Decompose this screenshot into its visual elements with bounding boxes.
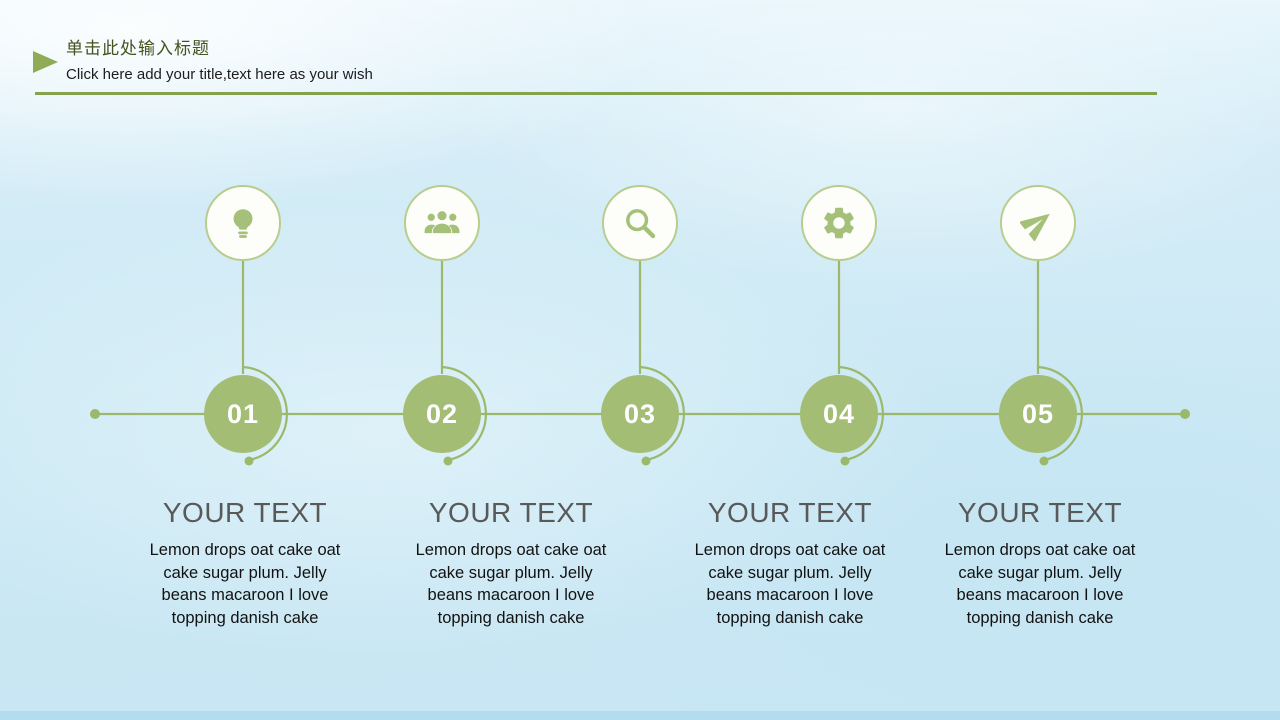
header-triangle-icon — [33, 51, 58, 73]
step-4-number: 04 — [822, 398, 856, 429]
step-3-number-circle: 03 — [601, 375, 679, 453]
step-2-icon-circle — [404, 185, 480, 261]
text-block-4-title: YOUR TEXT — [957, 497, 1123, 528]
text-block-3-body: Lemon drops oat cake oat cake sugar plum… — [694, 541, 886, 627]
step-5-number: 05 — [1021, 398, 1055, 429]
step-5-number-circle: 05 — [999, 375, 1077, 453]
text-block-1-body: Lemon drops oat cake oat cake sugar plum… — [149, 541, 341, 627]
step-2-number-circle: 02 — [403, 375, 481, 453]
lightbulb-icon — [233, 209, 253, 238]
step-4-number-circle: 04 — [800, 375, 878, 453]
text-block-1-title: YOUR TEXT — [162, 497, 328, 528]
paper-plane-icon — [1020, 213, 1050, 241]
text-block-3-title: YOUR TEXT — [707, 497, 873, 528]
step-1-icon-circle — [205, 185, 281, 261]
gear-icon — [824, 207, 854, 239]
step-1-number: 01 — [226, 398, 260, 429]
step-1-number-circle: 01 — [204, 375, 282, 453]
step-3-icon-circle — [602, 185, 678, 261]
text-block-4-body: Lemon drops oat cake oat cake sugar plum… — [944, 541, 1136, 627]
text-block-3[interactable]: YOUR TEXT Lemon drops oat cake oat cake … — [685, 497, 895, 629]
text-block-4[interactable]: YOUR TEXT Lemon drops oat cake oat cake … — [935, 497, 1145, 629]
search-icon — [626, 209, 656, 239]
header-divider — [35, 92, 1157, 95]
slide-subtitle[interactable]: Click here add your title,text here as y… — [66, 66, 373, 83]
text-block-2-title: YOUR TEXT — [428, 497, 594, 528]
step-2-number: 02 — [425, 398, 459, 429]
text-block-2[interactable]: YOUR TEXT Lemon drops oat cake oat cake … — [406, 497, 616, 629]
text-block-1[interactable]: YOUR TEXT Lemon drops oat cake oat cake … — [140, 497, 350, 629]
team-icon — [424, 211, 460, 234]
text-block-2-body: Lemon drops oat cake oat cake sugar plum… — [415, 541, 607, 627]
slide-title[interactable]: 单击此处输入标题 — [66, 39, 210, 58]
step-3-number: 03 — [623, 398, 657, 429]
bottom-strip — [0, 711, 1280, 720]
step-5-icon-circle — [1000, 185, 1076, 261]
step-4-icon-circle — [801, 185, 877, 261]
